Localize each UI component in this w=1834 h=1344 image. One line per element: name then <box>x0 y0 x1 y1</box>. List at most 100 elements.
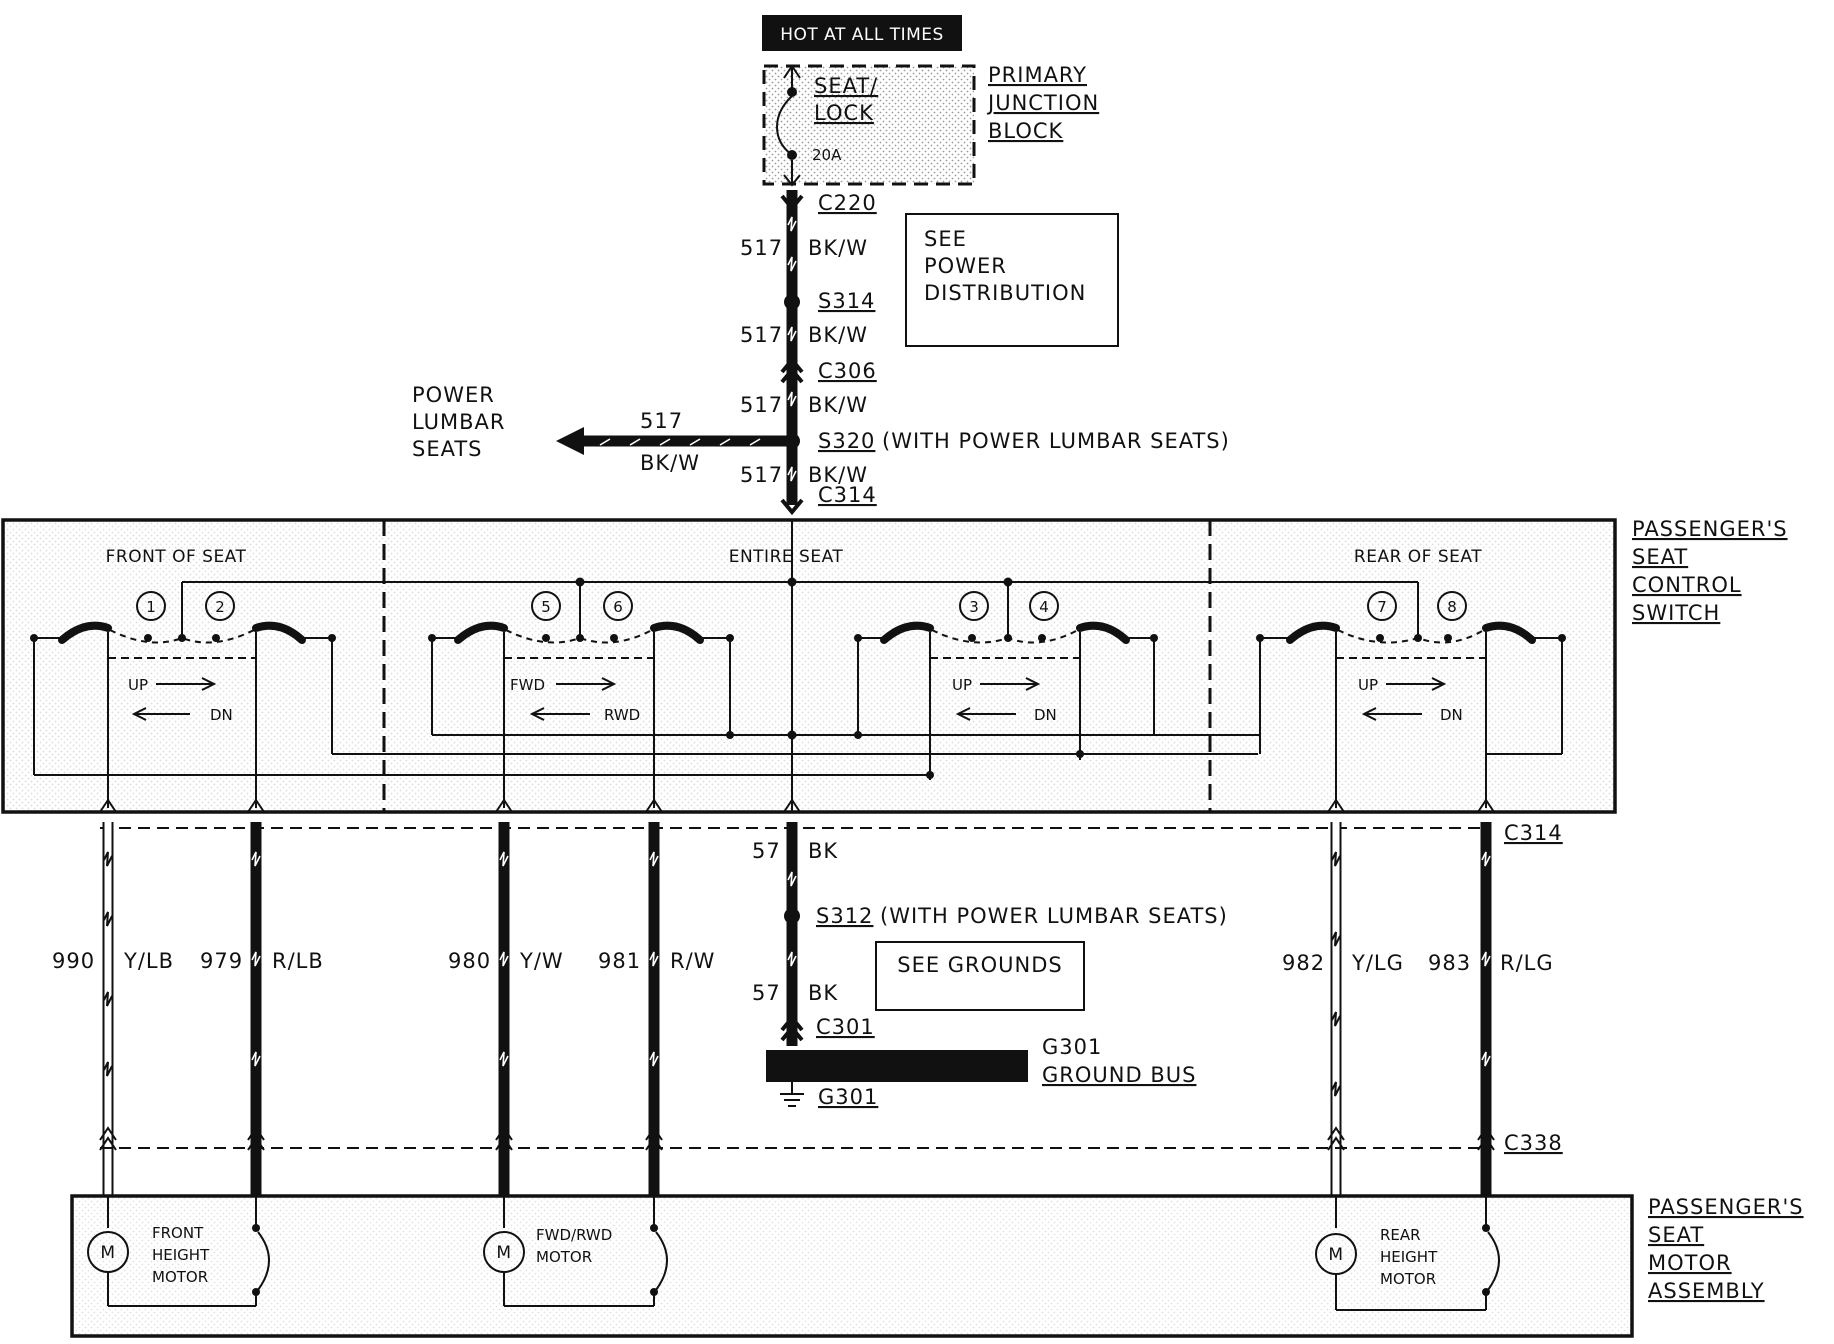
switch-output-pins <box>99 798 1495 813</box>
direction-up-rear: UP <box>1358 676 1378 694</box>
svg-text:M: M <box>1328 1245 1343 1265</box>
contact-5: 5 <box>541 598 551 616</box>
svg-text:BK: BK <box>808 839 838 863</box>
svg-text:HEIGHT: HEIGHT <box>152 1246 210 1264</box>
svg-text:LUMBAR: LUMBAR <box>412 410 506 434</box>
power-wire-517: C220 517 BK/W S314 517 BK/W C306 517 BK/… <box>740 190 1230 516</box>
splice-s320: S320 <box>818 429 875 453</box>
svg-text:517: 517 <box>740 393 783 417</box>
direction-dn-front: DN <box>210 706 233 724</box>
svg-text:DISTRIBUTION: DISTRIBUTION <box>924 281 1086 305</box>
direction-dn-entire: DN <box>1034 706 1057 724</box>
wire-979-color: R/LB <box>272 949 324 973</box>
arrow-right-icon <box>156 677 217 691</box>
svg-text:SEE: SEE <box>924 227 967 251</box>
wire-981-circuit: 981 <box>598 949 641 973</box>
ground-g301: G301 <box>818 1085 878 1109</box>
svg-text:SWITCH: SWITCH <box>1632 601 1720 625</box>
svg-text:M: M <box>496 1243 511 1263</box>
front-height-motor: M FRONT HEIGHT MOTOR <box>87 1196 270 1307</box>
svg-text:SEE GROUNDS: SEE GROUNDS <box>897 953 1063 977</box>
svg-text:FRONT: FRONT <box>152 1224 204 1242</box>
svg-text:M: M <box>100 1243 115 1263</box>
ground-wire-57: 57 BK S312 (WITH POWER LUMBAR SEATS) 57 … <box>752 822 1228 1109</box>
contact-2: 2 <box>215 598 225 616</box>
connector-c306: C306 <box>818 359 877 383</box>
wire-982-circuit: 982 <box>1282 951 1325 975</box>
svg-text:BLOCK: BLOCK <box>988 119 1064 143</box>
svg-text:PASSENGER'S: PASSENGER'S <box>1632 517 1788 541</box>
arrow-right-icon <box>1386 677 1447 691</box>
svg-text:BK/W: BK/W <box>640 451 700 475</box>
primary-junction-block-label: PRIMARY JUNCTION BLOCK <box>986 63 1098 143</box>
fuse-name-2: LOCK <box>814 101 874 125</box>
svg-text:(WITH POWER LUMBAR SEATS): (WITH POWER LUMBAR SEATS) <box>882 429 1230 453</box>
splice-s312: S312 <box>816 904 873 928</box>
switch-group-entire-seat: 3 4 UP DN <box>854 591 1158 780</box>
switch-group-front: 1 2 UP DN <box>30 591 1258 808</box>
wire-983-color: R/LG <box>1500 951 1554 975</box>
hot-at-all-times-banner: HOT AT ALL TIMES <box>762 15 962 51</box>
seat-control-switch: FRONT OF SEAT ENTIRE SEAT REAR OF SEAT <box>1 518 1617 814</box>
svg-text:57: 57 <box>752 839 781 863</box>
svg-text:SEATS: SEATS <box>412 437 483 461</box>
power-lumbar-branch: POWER LUMBAR SEATS 517 BK/W <box>412 383 786 475</box>
svg-text:PRIMARY: PRIMARY <box>988 63 1087 87</box>
svg-text:MOTOR: MOTOR <box>1648 1251 1732 1275</box>
svg-text:REAR: REAR <box>1380 1226 1421 1244</box>
seat-motor-assembly-label: PASSENGER'S SEAT MOTOR ASSEMBLY <box>1648 1195 1804 1303</box>
wire-990-circuit: 990 <box>52 949 95 973</box>
connector-c338: C338 <box>99 1126 1563 1155</box>
fuse-name-1: SEAT/ <box>814 74 878 98</box>
arrow-right-icon <box>556 677 617 691</box>
svg-text:BK: BK <box>808 981 838 1005</box>
arrow-left-icon <box>955 707 1016 721</box>
connector-c314-top: C314 <box>818 483 877 507</box>
svg-text:MOTOR: MOTOR <box>536 1248 592 1266</box>
switch-group-rear: 7 8 UP DN <box>1256 591 1566 808</box>
direction-up-front: UP <box>128 676 148 694</box>
svg-text:SEAT: SEAT <box>1632 545 1688 569</box>
connector-c301: C301 <box>816 1015 875 1039</box>
section-entire-seat: ENTIRE SEAT <box>729 547 844 567</box>
arrow-left-icon <box>556 427 584 455</box>
arrow-left-icon <box>1361 707 1422 721</box>
direction-fwd: FWD <box>510 676 545 694</box>
svg-text:ASSEMBLY: ASSEMBLY <box>1648 1279 1765 1303</box>
seat-motor-assembly: M FRONT HEIGHT MOTOR M FWD/RWD MOTOR <box>70 1194 1634 1338</box>
svg-text:BK/W: BK/W <box>808 393 868 417</box>
motor-wires: 990 Y/LB 979 R/LB 980 Y/W 981 R/W 982 Y/… <box>52 822 1554 1196</box>
svg-text:517: 517 <box>740 463 783 487</box>
contact-3: 3 <box>969 598 979 616</box>
section-front-of-seat: FRONT OF SEAT <box>106 547 247 567</box>
contact-6: 6 <box>613 598 623 616</box>
direction-rwd: RWD <box>604 706 640 724</box>
svg-text:HEIGHT: HEIGHT <box>1380 1248 1438 1266</box>
wire-980-circuit: 980 <box>448 949 491 973</box>
fuse-rating: 20A <box>812 146 842 164</box>
svg-text:PASSENGER'S: PASSENGER'S <box>1648 1195 1804 1219</box>
section-rear-of-seat: REAR OF SEAT <box>1354 547 1482 567</box>
fwd-rwd-motor: M FWD/RWD MOTOR <box>483 1196 668 1307</box>
svg-text:C338: C338 <box>1504 1131 1563 1155</box>
switch-group-fwd-rwd: 5 6 FWD RWD <box>428 591 1260 808</box>
svg-text:SEAT: SEAT <box>1648 1223 1704 1247</box>
contact-4: 4 <box>1039 598 1049 616</box>
hot-label: HOT AT ALL TIMES <box>780 25 944 45</box>
arrow-right-icon <box>980 677 1041 691</box>
contact-1: 1 <box>146 598 156 616</box>
arrow-left-icon <box>529 707 590 721</box>
svg-text:(WITH POWER LUMBAR SEATS): (WITH POWER LUMBAR SEATS) <box>880 904 1228 928</box>
svg-text:MOTOR: MOTOR <box>152 1268 208 1286</box>
see-power-distribution-box: SEE POWER DISTRIBUTION <box>905 213 1119 347</box>
svg-text:517: 517 <box>740 236 783 260</box>
splice-s314: S314 <box>818 289 875 313</box>
svg-text:517: 517 <box>640 409 683 433</box>
ground-bus-label: GROUND BUS <box>1042 1063 1196 1087</box>
svg-text:POWER: POWER <box>412 383 495 407</box>
rear-height-motor: M REAR HEIGHT MOTOR <box>1315 1196 1500 1311</box>
svg-text:517: 517 <box>740 323 783 347</box>
svg-text:POWER: POWER <box>924 254 1007 278</box>
see-grounds-box: SEE GROUNDS <box>875 941 1085 1011</box>
